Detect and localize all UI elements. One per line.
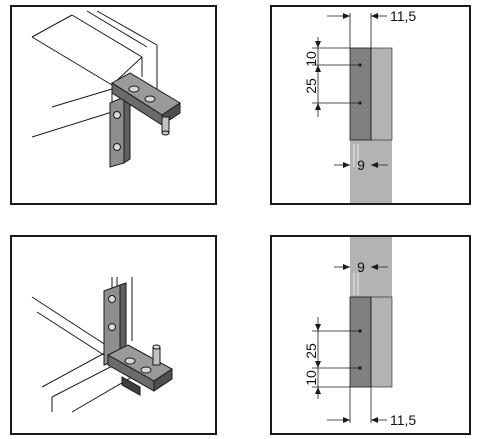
- hinge-top-block: [111, 72, 181, 136]
- arrowhead: [371, 13, 378, 19]
- arrowhead: [315, 361, 321, 368]
- hinge-plate: [349, 47, 372, 141]
- cabinet-outline: [31, 10, 158, 138]
- arrowhead: [343, 417, 350, 423]
- hinge-side-plate: [109, 94, 131, 168]
- hinge-plate: [349, 296, 372, 388]
- arrowhead: [343, 162, 350, 168]
- top-hinge-illustration: [31, 10, 181, 168]
- width-label: 9: [357, 259, 365, 275]
- arrowhead: [315, 41, 321, 48]
- arrowhead: [343, 264, 350, 270]
- top-hinge-perspective-panel: [10, 5, 217, 205]
- arrowhead: [371, 162, 378, 168]
- bottom-hinge-dimension-panel: 9 25 10 11,5: [270, 235, 471, 435]
- hinge-plate-edge: [370, 296, 393, 388]
- bottom-hinge-perspective-panel: [10, 235, 217, 435]
- arrowhead: [371, 264, 378, 270]
- arrowhead: [315, 387, 321, 394]
- arrowhead: [315, 65, 321, 72]
- offset-dimension-label: 11,5: [390, 412, 416, 428]
- bottom-hinge-illustration: [31, 277, 173, 413]
- hinge-plate-edge: [370, 47, 393, 141]
- arrowhead: [371, 417, 378, 423]
- bottom-dimension-drawing: 9 25 10 11,5: [303, 237, 416, 428]
- top-hinge-dimension-panel: 11,5 10 25 9: [270, 5, 471, 205]
- top-distance-label: 10: [303, 51, 319, 67]
- hinge-side-plate: [103, 282, 127, 366]
- width-label: 9: [357, 157, 365, 173]
- hole-pitch-label: 25: [303, 343, 319, 359]
- hinge-bottom-block: [106, 344, 173, 396]
- arrowhead: [343, 13, 350, 19]
- arrowhead: [315, 324, 321, 331]
- hole-pitch-label: 25: [303, 78, 319, 94]
- arrowhead: [315, 103, 321, 110]
- bottom-distance-label: 10: [303, 370, 319, 386]
- top-dimension-drawing: 11,5 10 25 9: [303, 8, 416, 203]
- offset-dimension-label: 11,5: [390, 8, 416, 24]
